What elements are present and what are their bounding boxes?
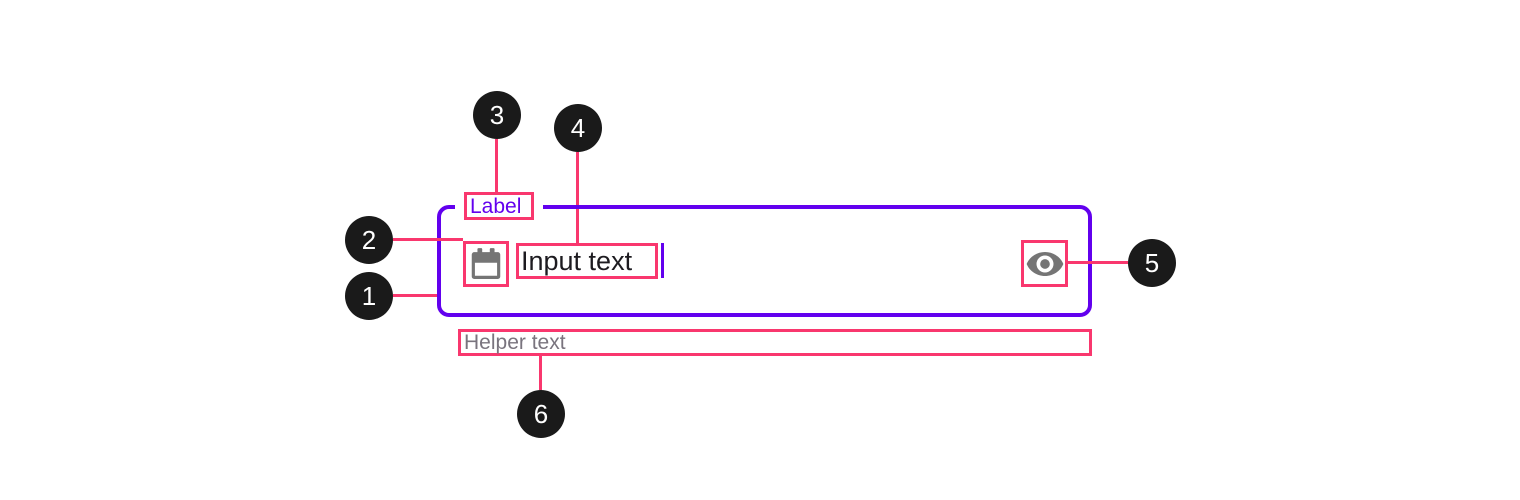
- marker-1-number: 1: [361, 281, 377, 311]
- marker-1: 1: [345, 272, 393, 320]
- leading-icon-highlight-box: [463, 241, 509, 287]
- callout-line-2: [393, 238, 463, 241]
- calendar-icon[interactable]: [467, 245, 505, 283]
- label-highlight-box: Label: [464, 192, 534, 220]
- field-label: Label: [470, 194, 522, 218]
- marker-4: 4: [554, 104, 602, 152]
- trailing-icon-highlight-box: [1021, 240, 1068, 287]
- callout-line-5: [1068, 261, 1128, 264]
- text-cursor: [661, 243, 664, 278]
- helper-text-highlight-box: Helper text: [458, 329, 1092, 356]
- marker-2-number: 2: [361, 225, 377, 255]
- marker-5-number: 5: [1144, 248, 1160, 278]
- marker-5: 5: [1128, 239, 1176, 287]
- input-text[interactable]: Input text: [521, 245, 633, 276]
- marker-3: 3: [473, 91, 521, 139]
- callout-line-6: [539, 356, 542, 390]
- marker-4-number: 4: [570, 113, 586, 143]
- callout-line-4-lower: [576, 209, 579, 243]
- marker-6-number: 6: [533, 399, 549, 429]
- helper-text: Helper text: [464, 331, 566, 354]
- marker-2: 2: [345, 216, 393, 264]
- callout-line-3: [495, 139, 498, 192]
- marker-3-number: 3: [489, 100, 505, 130]
- visibility-icon[interactable]: [1025, 244, 1065, 284]
- callout-line-4-upper: [576, 152, 579, 205]
- callout-line-1: [393, 294, 437, 297]
- marker-6: 6: [517, 390, 565, 438]
- input-text-highlight-box: Input text: [516, 243, 658, 279]
